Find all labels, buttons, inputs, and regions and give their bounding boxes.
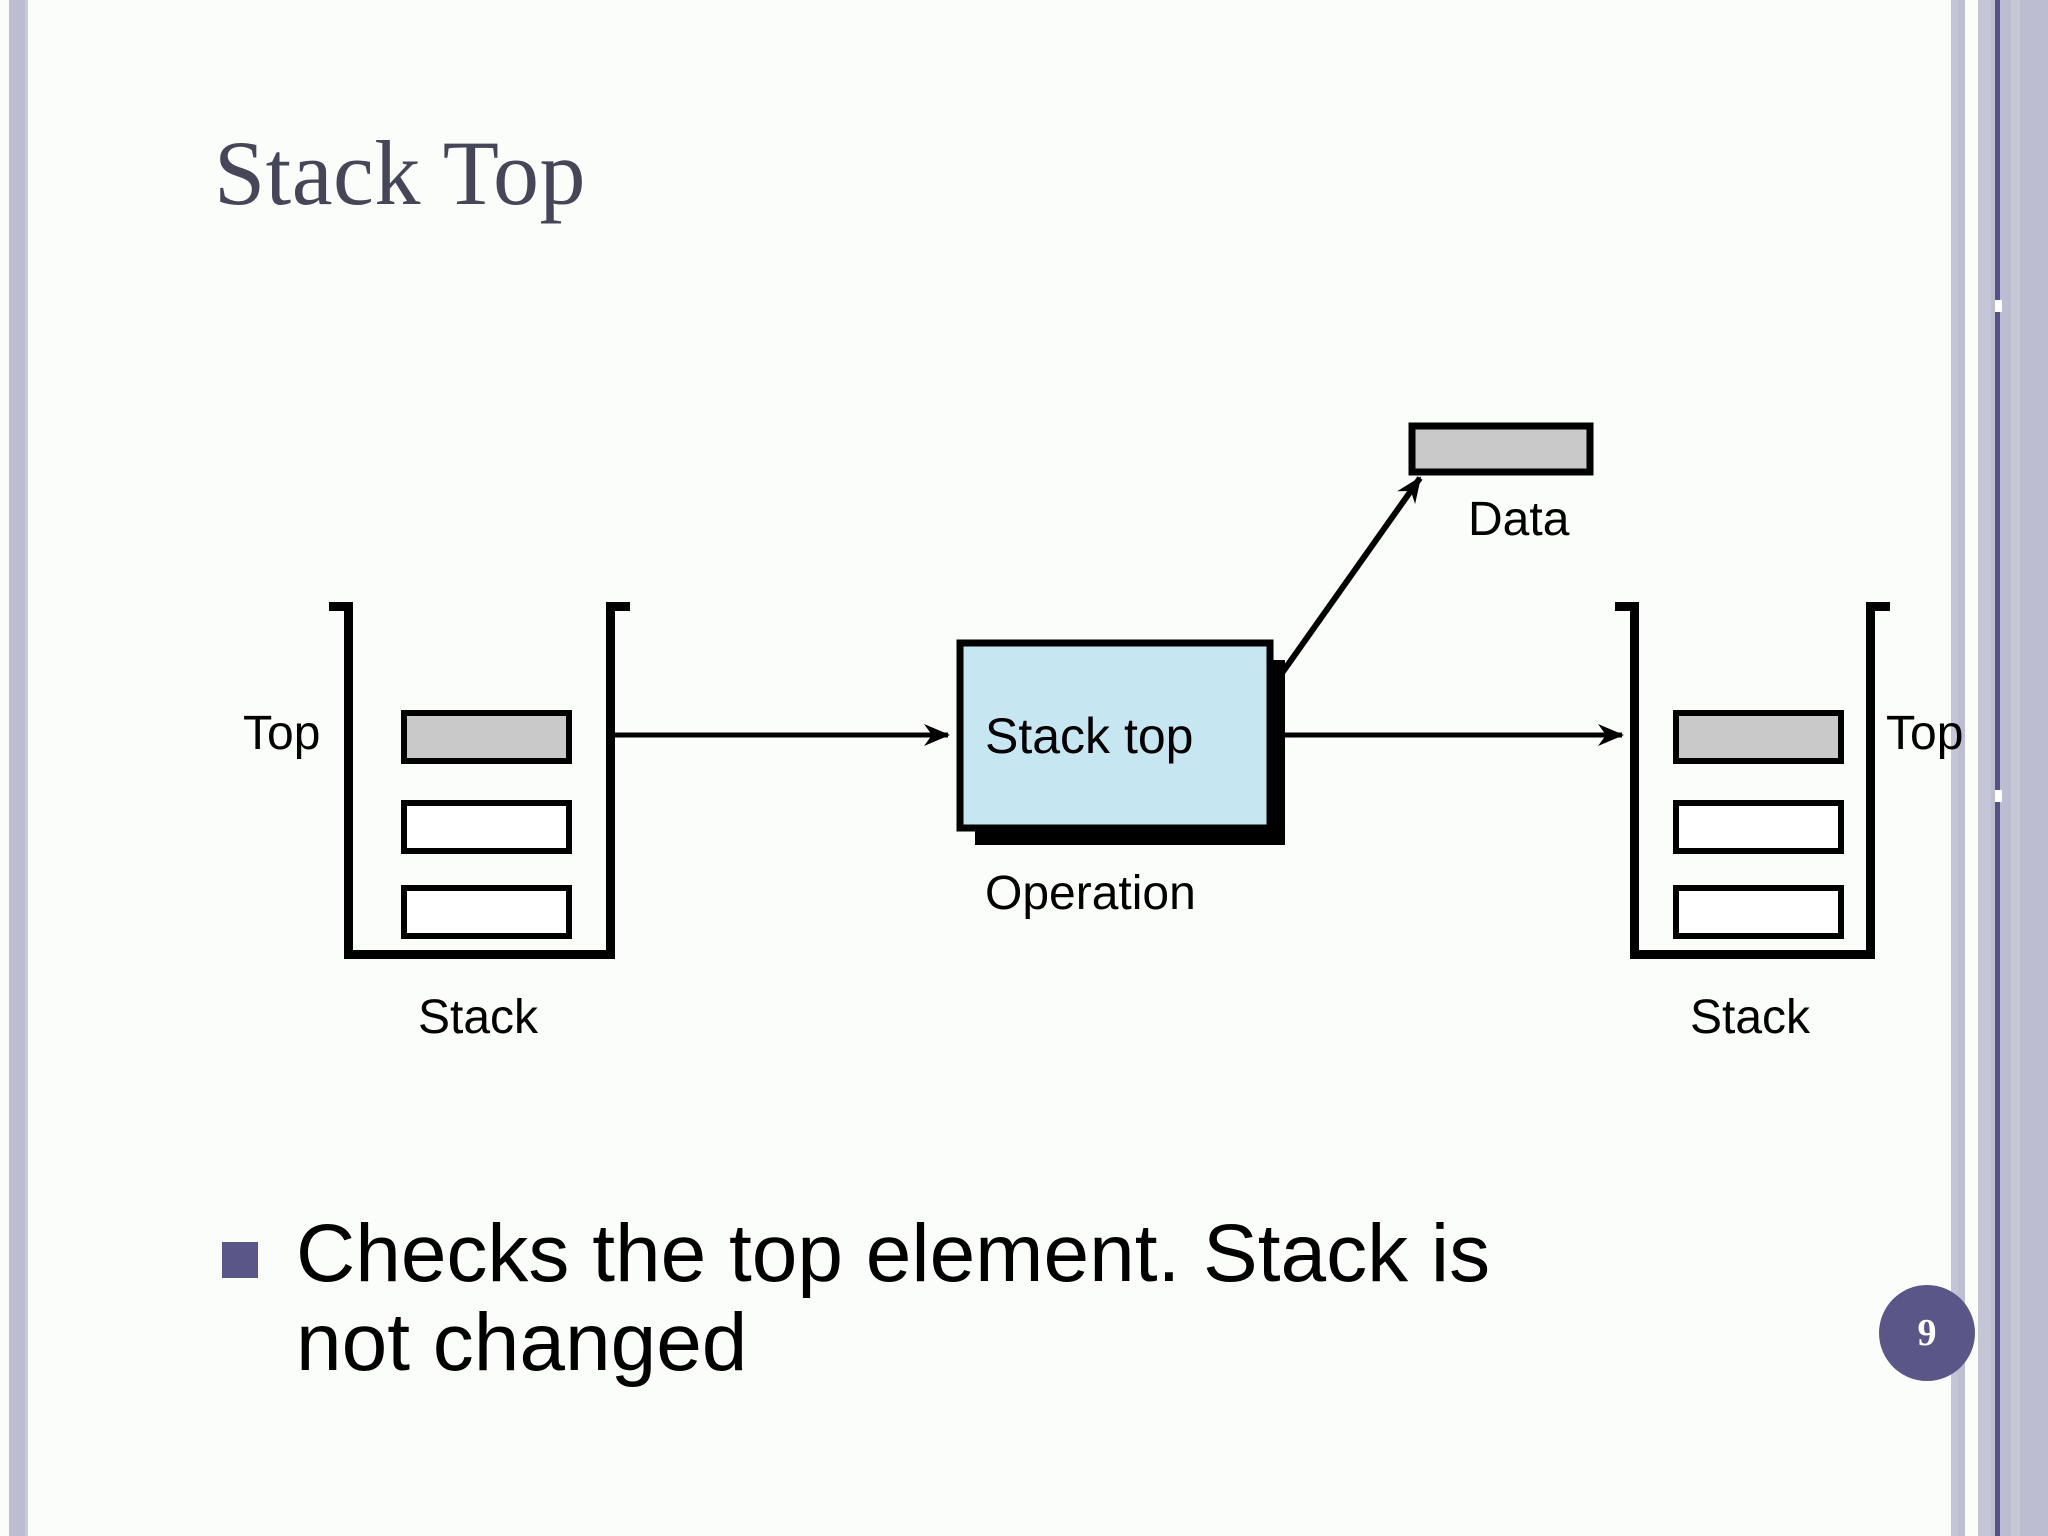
right-stack-top-label: Top [1886, 707, 1964, 760]
data-box-label: Data [1468, 493, 1570, 546]
left-stack-top-label: Top [243, 707, 321, 760]
operation-box [956, 639, 1285, 845]
data-box [1408, 422, 1594, 476]
right-edge-band-light2 [2011, 0, 2020, 1536]
right-edge-accent-line [1995, 0, 2000, 1536]
operation-caption: Operation [985, 867, 1196, 920]
right-stack-cells [1673, 710, 1844, 939]
left-stack-cells [401, 710, 572, 939]
right-edge-stripe-thin [1951, 0, 1958, 1536]
left-stack-caption: Stack [418, 991, 539, 1044]
operation-box-label: Stack top [985, 708, 1194, 764]
left-stack-container [329, 602, 630, 959]
right-edge-gap-1 [1995, 300, 2002, 312]
bullet-list: Checks the top element. Stack is not cha… [222, 1208, 1782, 1388]
right-edge-stripe-thin2 [1958, 0, 1965, 1536]
right-stack-container [1615, 602, 1890, 959]
right-stack-caption: Stack [1690, 991, 1811, 1044]
page-number-badge: 9 [1879, 1285, 1975, 1381]
page-title: Stack Top [214, 122, 587, 224]
square-bullet-icon [222, 1242, 258, 1278]
right-edge-band-light [1978, 0, 1991, 1536]
left-edge-stripe-thin [25, 0, 28, 1536]
arrow-operation-to-data [1267, 476, 1423, 692]
bullet-item-text: Checks the top element. Stack is not cha… [296, 1208, 1491, 1388]
right-edge-gap-2 [1995, 790, 2002, 802]
left-edge-stripe [9, 0, 25, 1536]
